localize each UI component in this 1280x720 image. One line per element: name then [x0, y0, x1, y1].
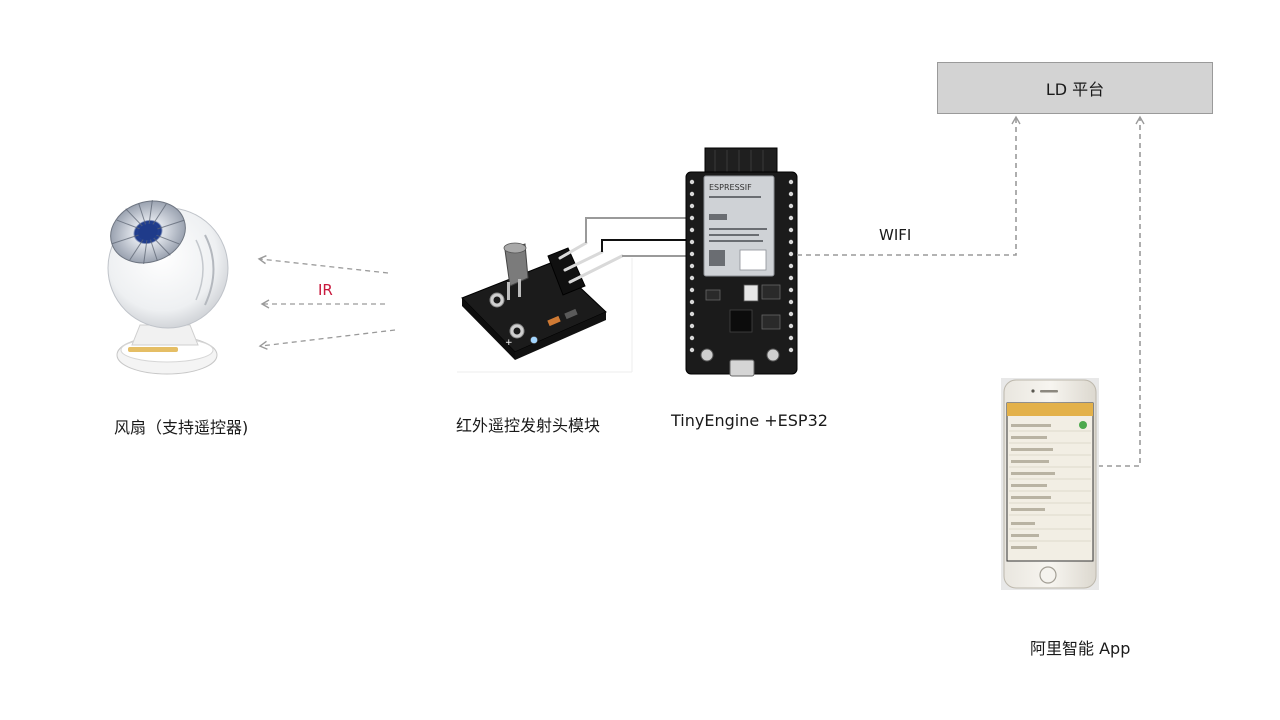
ld-platform-label: LD 平台 [1045, 80, 1105, 99]
svg-text:+: + [505, 338, 513, 348]
wire-signal [585, 217, 690, 243]
esp32-board-image: ESPRESSIF [685, 147, 798, 377]
wifi-label: WIFI [879, 226, 912, 244]
wifi-link-arrow [797, 115, 1021, 256]
phone-image [1001, 378, 1099, 590]
ir-arrow-top [257, 255, 389, 274]
ir-module-image: + S [457, 241, 633, 373]
fan-image [107, 200, 229, 375]
chip-brand-text: ESPRESSIF [709, 183, 752, 192]
wire-vcc [601, 239, 690, 252]
connection-wires [585, 217, 690, 257]
ld-platform-box: LD 平台 [937, 62, 1213, 114]
fan-label: 风扇（支持遥控器) [114, 418, 249, 437]
ir-module-label: 红外遥控发射头模块 [456, 416, 601, 435]
esp32-label: TinyEngine +ESP32 [671, 411, 828, 430]
ir-signal-arrows [257, 255, 396, 350]
ir-label: IR [318, 281, 333, 299]
ir-arrow-bottom [258, 329, 396, 350]
app-label: 阿里智能 App [1030, 639, 1131, 658]
app-link-arrow [1098, 115, 1145, 467]
